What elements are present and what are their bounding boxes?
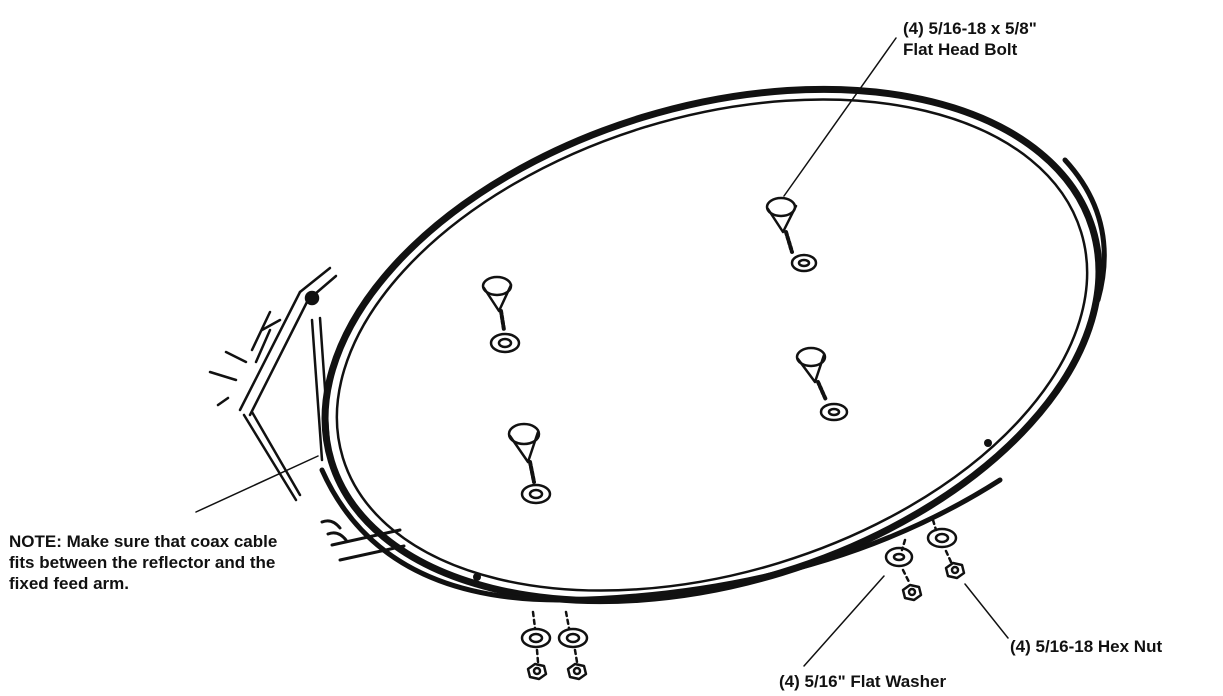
- fixed-feed-arm: [208, 266, 406, 562]
- reflector-dish: [319, 85, 1107, 605]
- flat-washer-callout: (4) 5/16" Flat Washer: [779, 671, 946, 692]
- coax-cable-note-text: NOTE: Make sure that coax cable fits bet…: [9, 532, 278, 593]
- flat-washer-label: (4) 5/16" Flat Washer: [779, 672, 947, 691]
- leader-line-bolt: [783, 37, 897, 197]
- flat-head-bolt-spec: (4) 5/16-18 x 5/8": [903, 19, 1037, 38]
- leader-line-note: [195, 455, 319, 513]
- flat-head-bolt-callout: (4) 5/16-18 x 5/8" Flat Head Bolt: [903, 18, 1037, 60]
- flat-head-bolt-2: [481, 275, 521, 354]
- reflector-rim-inner: [335, 98, 1089, 592]
- hex-nut-label: (4) 5/16-18 Hex Nut: [1010, 637, 1163, 656]
- washer-nut-stack-right: [884, 518, 966, 602]
- leader-line-washer: [803, 575, 885, 667]
- flat-head-bolt-4: [507, 422, 552, 505]
- washer-nut-stack-left: [520, 610, 589, 681]
- flat-head-bolt-name: Flat Head Bolt: [903, 40, 1018, 59]
- leader-line-nut: [964, 583, 1009, 639]
- flat-head-bolt-3: [795, 346, 849, 422]
- hex-nut-callout: (4) 5/16-18 Hex Nut: [1010, 636, 1162, 657]
- reflector-back-edge: [319, 467, 1003, 603]
- coax-cable-note: NOTE: Make sure that coax cable fits bet…: [9, 531, 287, 594]
- flat-head-bolt-1: [765, 196, 818, 273]
